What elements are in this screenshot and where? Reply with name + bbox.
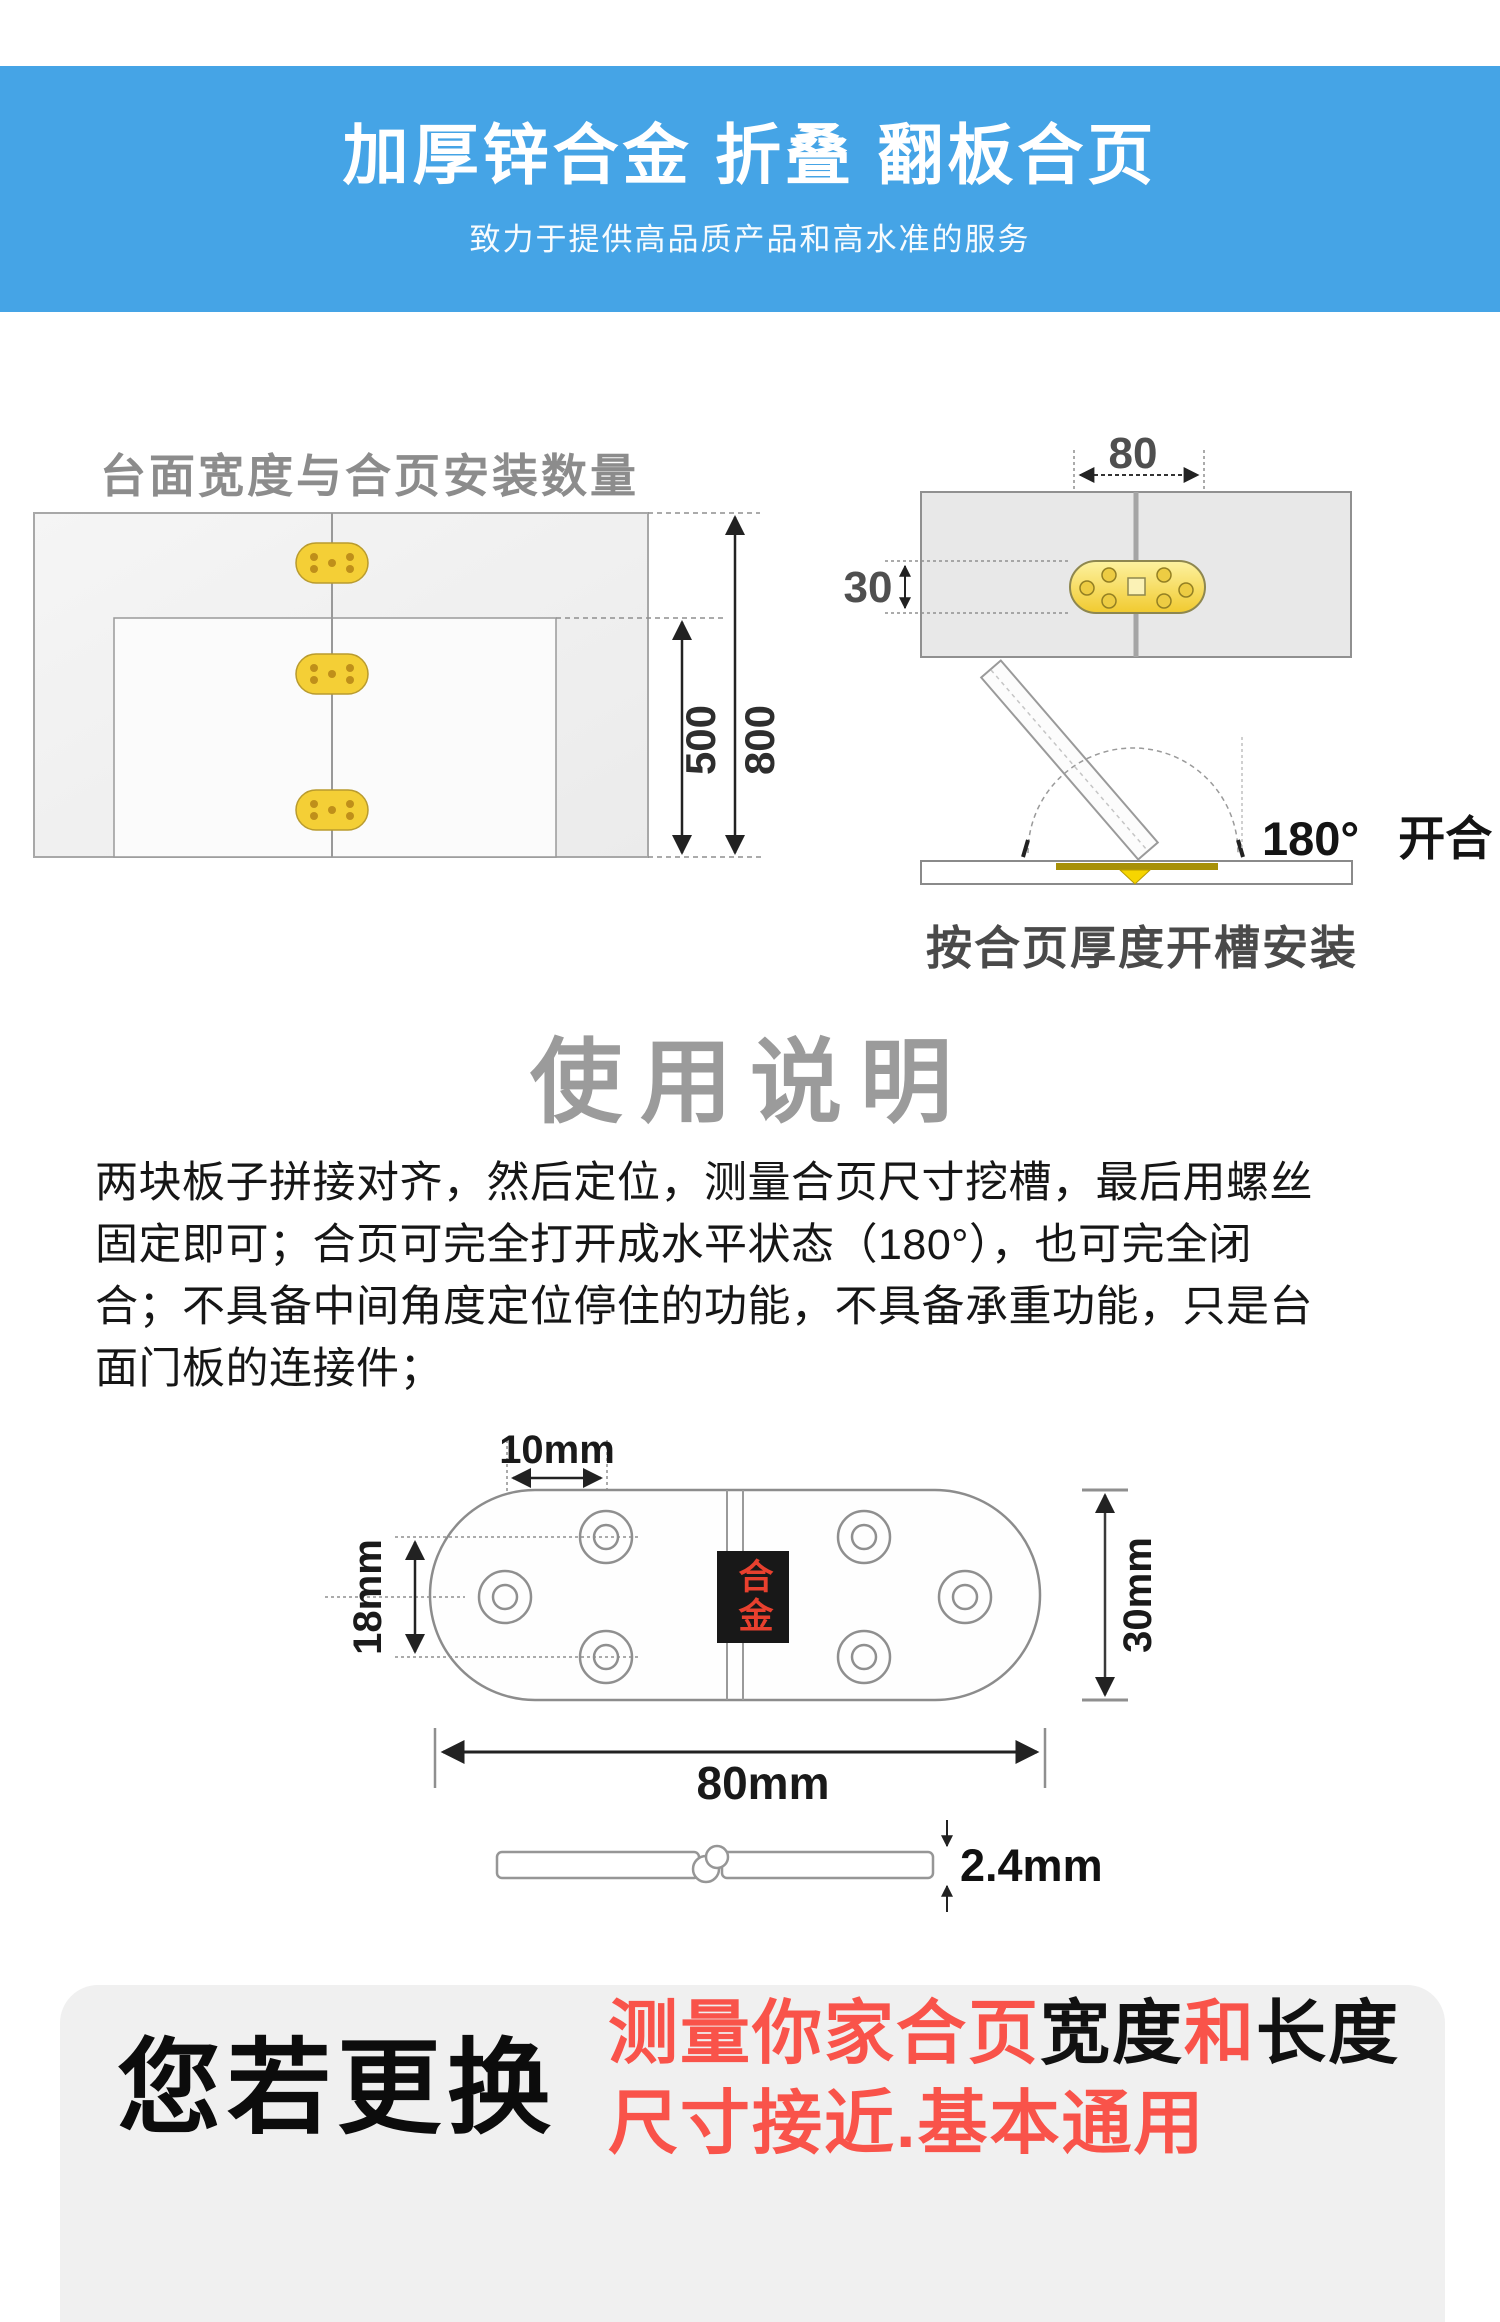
header-banner: 加厚锌合金 折叠 翻板合页 致力于提供高品质产品和高水准的服务 <box>0 66 1500 312</box>
promo-line-2: 尺寸接近.基本通用 <box>608 2084 1206 2162</box>
promo-line1-seg4: 长度 <box>1256 1994 1400 2072</box>
promo-line1-seg1: 测量你家合页 <box>608 1994 1040 2072</box>
spec-label-80mm: 80mm <box>696 1757 830 1809</box>
spec-label-30mm: 30mm <box>1116 1537 1160 1653</box>
usage-title: 使用说明 <box>529 1032 970 1134</box>
promo-line-1: 测量你家合页宽度和长度 <box>608 1998 1458 2068</box>
mounted-hinge-pill <box>1069 560 1206 614</box>
usage-line-3: 合；不具备中间角度定位停住的功能，不具备承重功能，只是台 <box>95 1283 1313 1331</box>
hinge-side-view <box>495 1820 953 1912</box>
page-subtitle: 致力于提供高品质产品和高水准的服务 <box>469 221 1031 257</box>
countertop-diagram-caption: 台面宽度与合页安装数量 <box>100 450 639 502</box>
promo-headline: 您若更换 <box>116 2030 557 2147</box>
dim-label-80: 80 <box>1108 429 1158 478</box>
spec-label-18mm: 18mm <box>346 1539 390 1655</box>
promo-line1-seg2: 宽度 <box>1040 1994 1184 2072</box>
usage-line-4: 面门板的连接件； <box>95 1345 443 1393</box>
spec-label-2-4mm: 2.4mm <box>960 1840 1103 1891</box>
promo-line1-seg3: 和 <box>1184 1994 1256 2072</box>
page-title: 加厚锌合金 折叠 翻板合页 <box>342 118 1158 193</box>
hinge-pill-top <box>295 542 369 584</box>
hinge-pill-bottom <box>295 789 369 831</box>
promo-detail: 测量你家合页宽度和长度 尺寸接近.基本通用 <box>608 1998 1458 2158</box>
usage-line-2: 固定即可；合页可完全打开成水平状态（180°），也可完全闭 <box>95 1221 1252 1269</box>
angle-label-180: 180° 开合 <box>1262 812 1493 865</box>
spec-label-10mm: 10mm <box>499 1428 615 1472</box>
countertop-diagram <box>33 512 762 858</box>
dim-label-800: 800 <box>736 704 783 776</box>
dim-label-30: 30 <box>843 563 893 612</box>
mounted-hinge-diagram <box>885 450 1352 658</box>
hinge-pill-middle <box>295 653 369 695</box>
dim-label-500: 500 <box>677 704 724 776</box>
promo-background <box>60 1985 1445 2322</box>
groove-install-caption: 按合页厚度开槽安装 <box>926 922 1358 974</box>
usage-line-1: 两块板子拼接对齐，然后定位，测量合页尺寸挖槽，最后用螺丝 <box>95 1159 1313 1207</box>
alloy-badge: 合金 <box>717 1551 789 1643</box>
alloy-badge-text: 合金 <box>733 1558 773 1636</box>
